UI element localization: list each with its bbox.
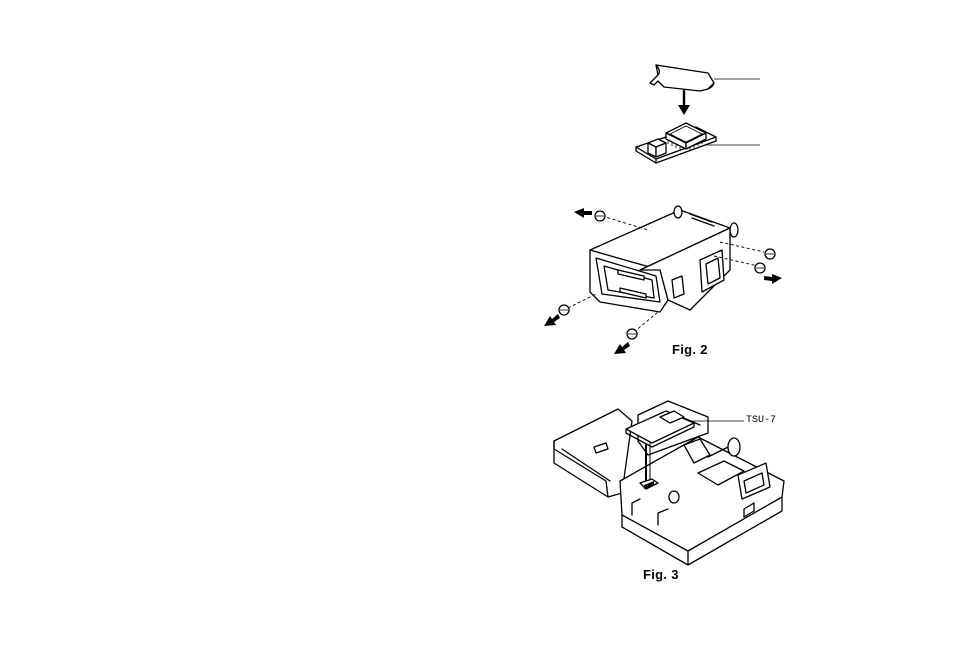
figure-2-drawing [540, 200, 790, 360]
screw-icon-top-left [595, 211, 605, 221]
screw-icon-right-upper [765, 249, 775, 259]
figure-3-tsu7-install: TSU-7 Fig. 3 [548, 385, 808, 585]
figure-2-caption: Fig. 2 [672, 342, 708, 357]
tsu7-callout: TSU-7 [746, 415, 776, 426]
bold-arrow-icon-top-left [574, 208, 592, 218]
figure-3-caption: Fig. 3 [643, 567, 679, 582]
screw-icon-bottom-center [627, 329, 637, 339]
bold-arrow-icon-right [764, 274, 782, 284]
screw-icon-bottom-left [559, 305, 569, 315]
figure-1-drawing [620, 55, 770, 180]
knob-left [674, 206, 682, 218]
knob-right [730, 223, 738, 237]
figure-2-case-screws: Fig. 2 [540, 200, 790, 360]
bold-arrow-icon-bottom-left [544, 314, 560, 326]
side-jack [672, 276, 684, 298]
bnc-connector [728, 438, 740, 456]
capacitor [669, 491, 679, 503]
cover-sheet [650, 65, 714, 91]
screw-icon-right-lower [755, 263, 765, 273]
bold-arrow-icon-bottom-center [614, 342, 630, 354]
down-arrow-icon [678, 105, 690, 115]
figure-1-module-cover [620, 55, 770, 180]
